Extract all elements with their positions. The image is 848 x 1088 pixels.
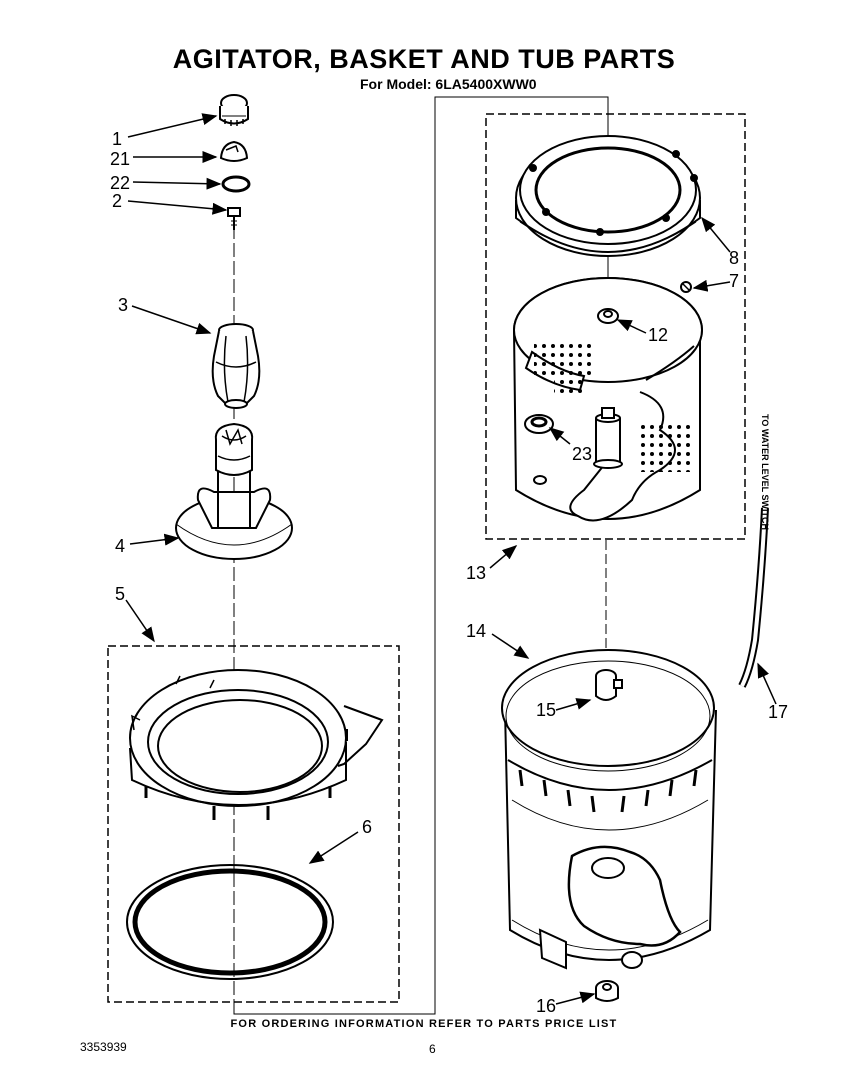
callout-13: 13 [466,563,486,583]
callout-14: 14 [466,621,486,641]
tub-bearing-part [595,669,623,701]
callout-2: 2 [112,191,122,211]
plug-part [524,414,554,485]
document-number: 3353939 [80,1040,127,1054]
agitator-cam-part [219,140,249,162]
diagram-title: AGITATOR, BASKET AND TUB PARTS [172,44,676,74]
water-level-hose-part [738,507,769,688]
callout-23: 23 [572,444,592,464]
outer-tub-part [501,649,717,970]
balance-ring-part [515,135,701,257]
model-line: For Model: 6LA5400XWW0 [360,76,537,92]
callout-5: 5 [115,584,125,604]
tub-ring-part [129,669,384,820]
callout-21: 21 [110,149,130,169]
callout-12: 12 [648,325,668,345]
page-number: 6 [429,1042,436,1056]
tub-nut-part [595,980,619,1002]
callout-1: 1 [112,129,122,149]
bolt-part [227,207,241,230]
callout-3: 3 [118,295,128,315]
callout-17: 17 [768,702,788,722]
agitator-top-part [211,323,261,409]
callout-8: 8 [729,248,739,268]
screw-part [680,281,692,293]
o-ring-part [221,175,251,193]
callout-4: 4 [115,536,125,556]
ordering-info-note: FOR ORDERING INFORMATION REFER TO PARTS … [230,1018,618,1030]
callout-6: 6 [362,817,372,837]
group-box-13 [485,113,746,540]
callout-7: 7 [729,271,739,291]
callout-16: 16 [536,996,556,1016]
agitator-base-part [175,422,293,560]
drive-nut-part [597,308,619,324]
tub-gasket-part [126,864,334,980]
basket-part [513,277,703,522]
callout-15: 15 [536,700,556,720]
callout-numbers: 1 21 22 2 3 4 5 6 8 7 12 23 13 14 15 16 … [110,129,788,1016]
group-box-5 [107,645,400,1003]
agitator-cap-part [219,94,249,126]
leader-lines [125,113,777,1005]
hose-note: TO WATER LEVEL SWITCH [760,414,770,530]
callout-22: 22 [110,173,130,193]
